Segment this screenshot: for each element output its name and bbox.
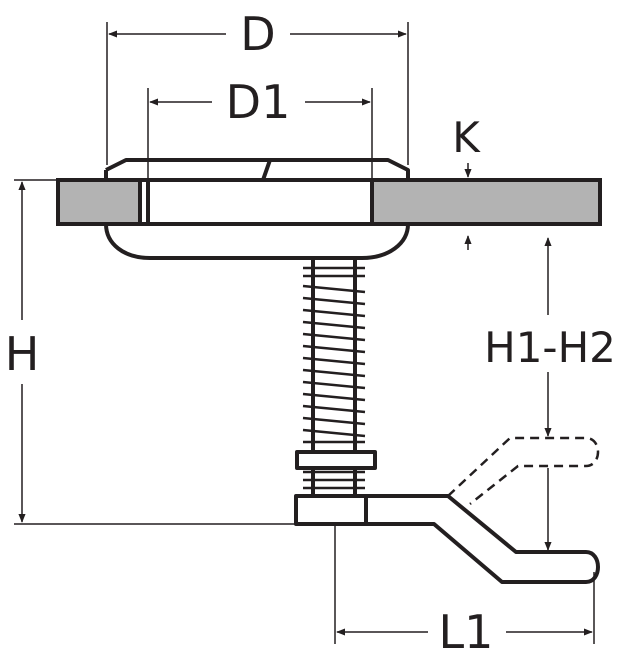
dimension-k: K	[452, 113, 481, 250]
dimension-h1-h2: H1-H2	[484, 237, 616, 551]
panel-section	[56, 178, 602, 226]
dimension-l1: L1	[334, 524, 595, 659]
label-h1-h2: H1-H2	[484, 323, 616, 372]
dimension-d: D	[106, 7, 409, 165]
spring-coils	[302, 266, 366, 490]
latch-arm	[294, 494, 600, 584]
lock-nut	[295, 450, 377, 470]
label-l1: L1	[439, 605, 494, 659]
label-h: H	[5, 327, 40, 381]
latch-arm-alternate	[447, 436, 600, 505]
label-d1: D1	[226, 75, 291, 129]
latch-head	[104, 158, 410, 260]
shaft-with-spring	[295, 258, 377, 496]
dimension-h: H	[5, 179, 296, 525]
label-d: D	[240, 7, 275, 61]
dimension-d1: D1	[147, 75, 373, 178]
label-k: K	[452, 113, 481, 162]
